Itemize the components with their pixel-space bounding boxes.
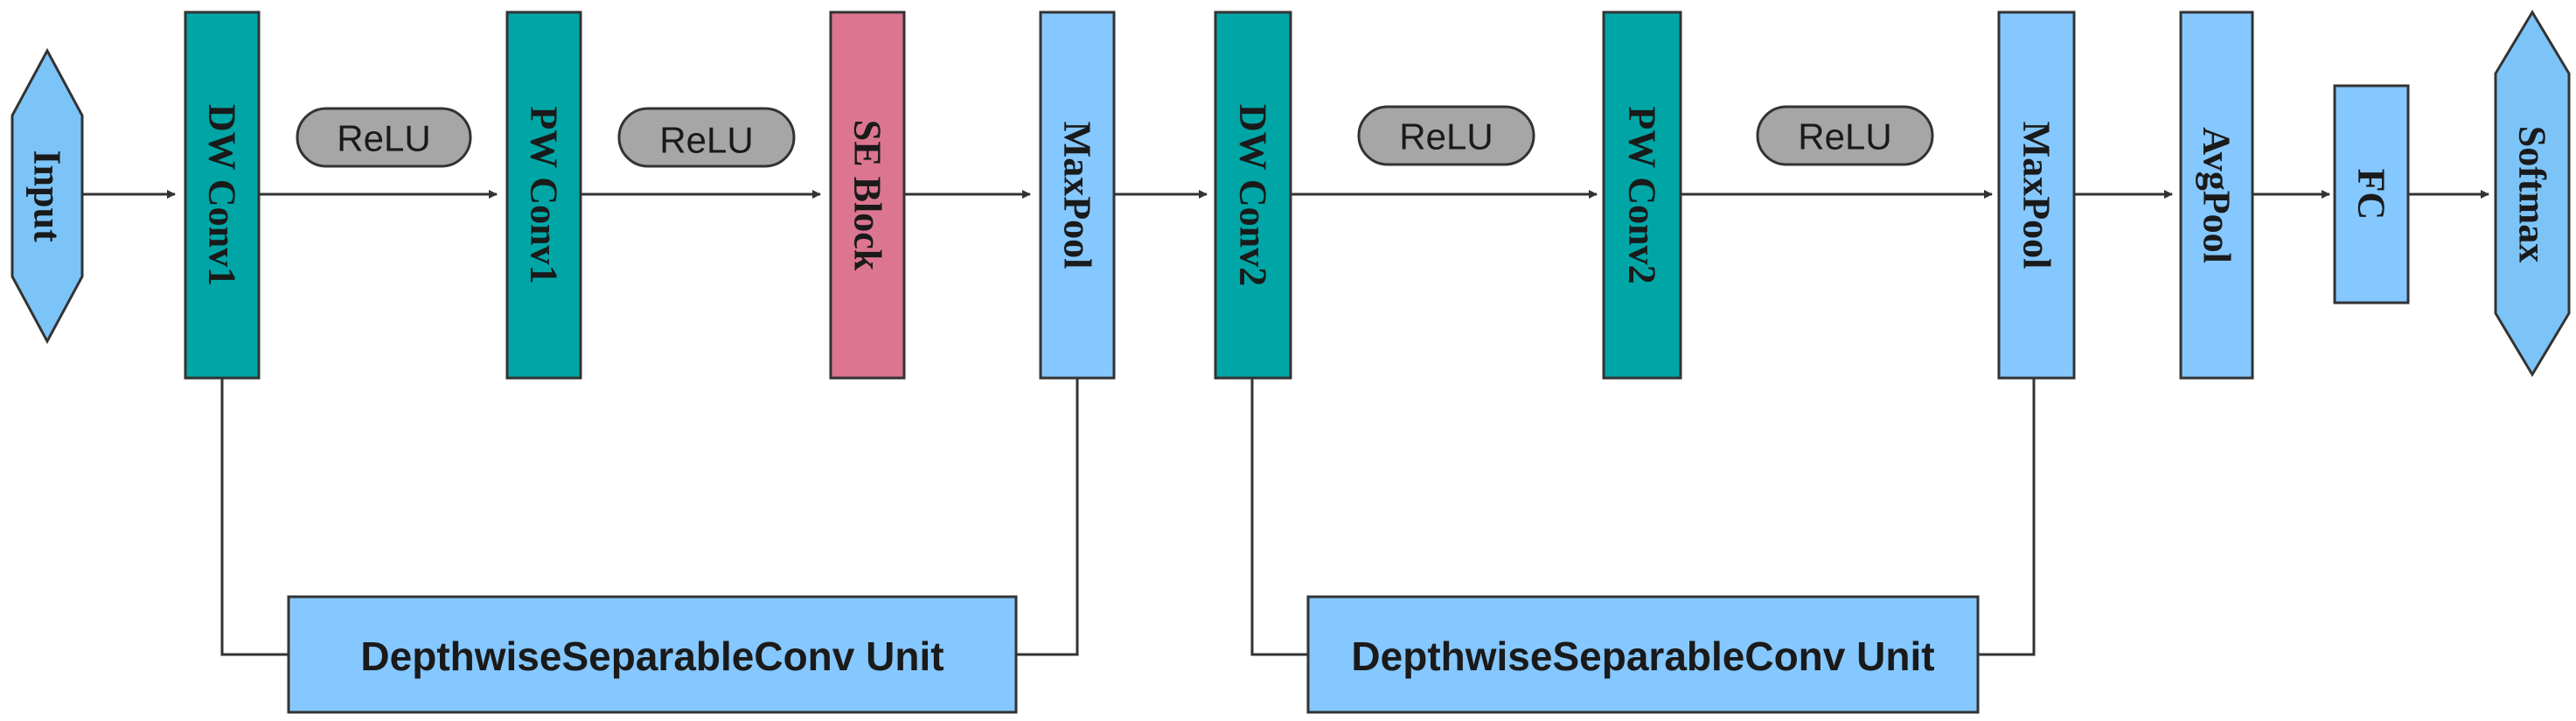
fc-label: FC <box>2350 169 2393 220</box>
dw-conv2-block: DW Conv2 <box>1214 10 1292 380</box>
unit-1-label: DepthwiseSeparableConv Unit <box>360 634 943 679</box>
edges <box>82 190 2489 656</box>
dw-conv2-label: DW Conv2 <box>1232 104 1275 286</box>
bracket-unit2 <box>1250 378 2036 656</box>
relu-label-4: ReLU <box>1798 116 1891 158</box>
maxpool2-block: MaxPool <box>1997 10 2076 380</box>
softmax-label: Softmax <box>2511 126 2554 262</box>
relu-pill-3: ReLU <box>1357 105 1535 166</box>
avgpool-block: AvgPool <box>2179 10 2254 380</box>
pw-conv2-label: PW Conv2 <box>1621 106 1664 284</box>
relu-label-3: ReLU <box>1399 116 1493 158</box>
dw-conv1-block: DW Conv1 <box>184 10 261 380</box>
maxpool1-label: MaxPool <box>1056 122 1099 270</box>
se-block: SE Block <box>829 10 906 380</box>
depthwise-separable-unit-1: DepthwiseSeparableConv Unit <box>287 595 1018 714</box>
maxpool1-block: MaxPool <box>1039 10 1116 380</box>
softmax-node: Softmax <box>2494 10 2571 377</box>
relu-pill-2: ReLU <box>617 107 796 168</box>
pw-conv2-block: PW Conv2 <box>1602 10 1682 380</box>
se-block-label: SE Block <box>846 120 889 271</box>
dw-conv1-label: DW Conv1 <box>201 104 244 286</box>
fc-block: FC <box>2333 84 2410 304</box>
relu-pill-4: ReLU <box>1756 105 1934 166</box>
input-node: Input <box>10 47 84 345</box>
unit-2-label: DepthwiseSeparableConv Unit <box>1351 634 1934 679</box>
input-label: Input <box>26 150 69 242</box>
pw-conv1-label: PW Conv1 <box>523 106 566 284</box>
bracket-unit1 <box>220 378 1079 656</box>
relu-label-2: ReLU <box>659 120 753 161</box>
avgpool-label: AvgPool <box>2196 127 2238 263</box>
maxpool2-label: MaxPool <box>2016 122 2058 270</box>
pw-conv1-block: PW Conv1 <box>505 10 582 380</box>
depthwise-separable-unit-2: DepthwiseSeparableConv Unit <box>1306 595 1980 714</box>
relu-pill-1: ReLU <box>296 107 472 168</box>
relu-label-1: ReLU <box>337 118 430 159</box>
